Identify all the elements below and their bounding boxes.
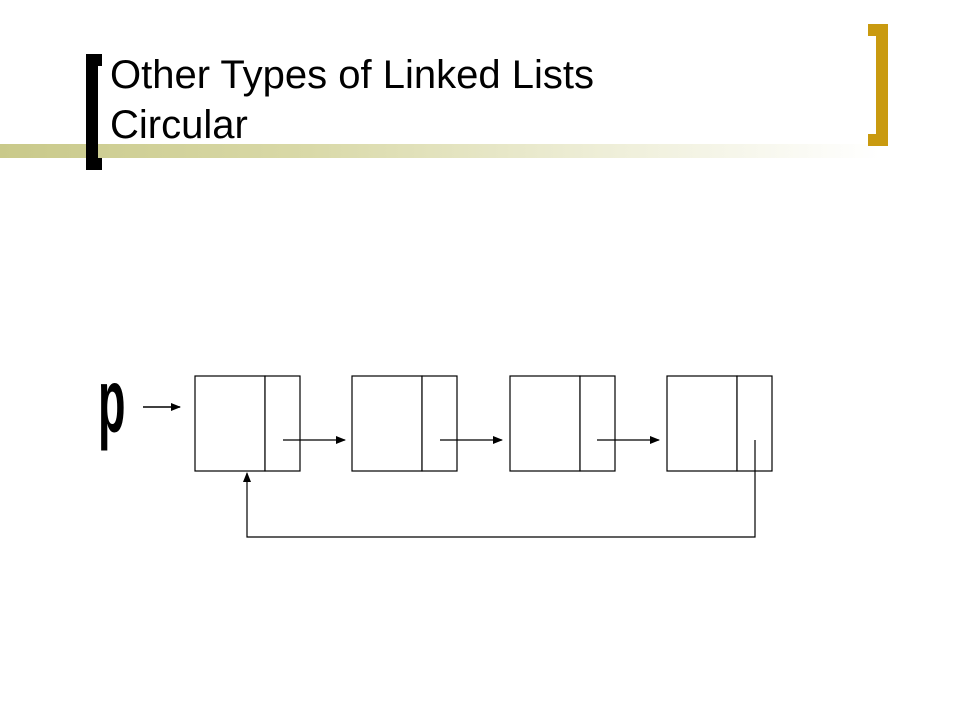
list-node-1 <box>194 375 301 472</box>
node-3-data-field <box>509 375 581 472</box>
title-underline-bar <box>0 144 880 158</box>
list-node-2 <box>351 375 458 472</box>
slide-title-line-1: Other Types of Linked Lists <box>110 53 594 97</box>
pointer-label-p: p <box>98 352 126 452</box>
right-bracket-decoration <box>868 24 888 146</box>
node-1-data-field <box>194 375 266 472</box>
circular-back-link <box>243 440 756 538</box>
node-4-data-field <box>666 375 738 472</box>
list-node-4 <box>666 375 773 472</box>
list-node-3 <box>509 375 616 472</box>
slide-title: Other Types of Linked Lists Circular <box>110 50 594 150</box>
node-2-data-field <box>351 375 423 472</box>
node-2-next-field <box>421 375 458 472</box>
node-1-next-field <box>264 375 301 472</box>
left-bracket-decoration <box>86 54 102 170</box>
slide-title-line-2: Circular <box>110 103 248 147</box>
node-3-next-field <box>579 375 616 472</box>
